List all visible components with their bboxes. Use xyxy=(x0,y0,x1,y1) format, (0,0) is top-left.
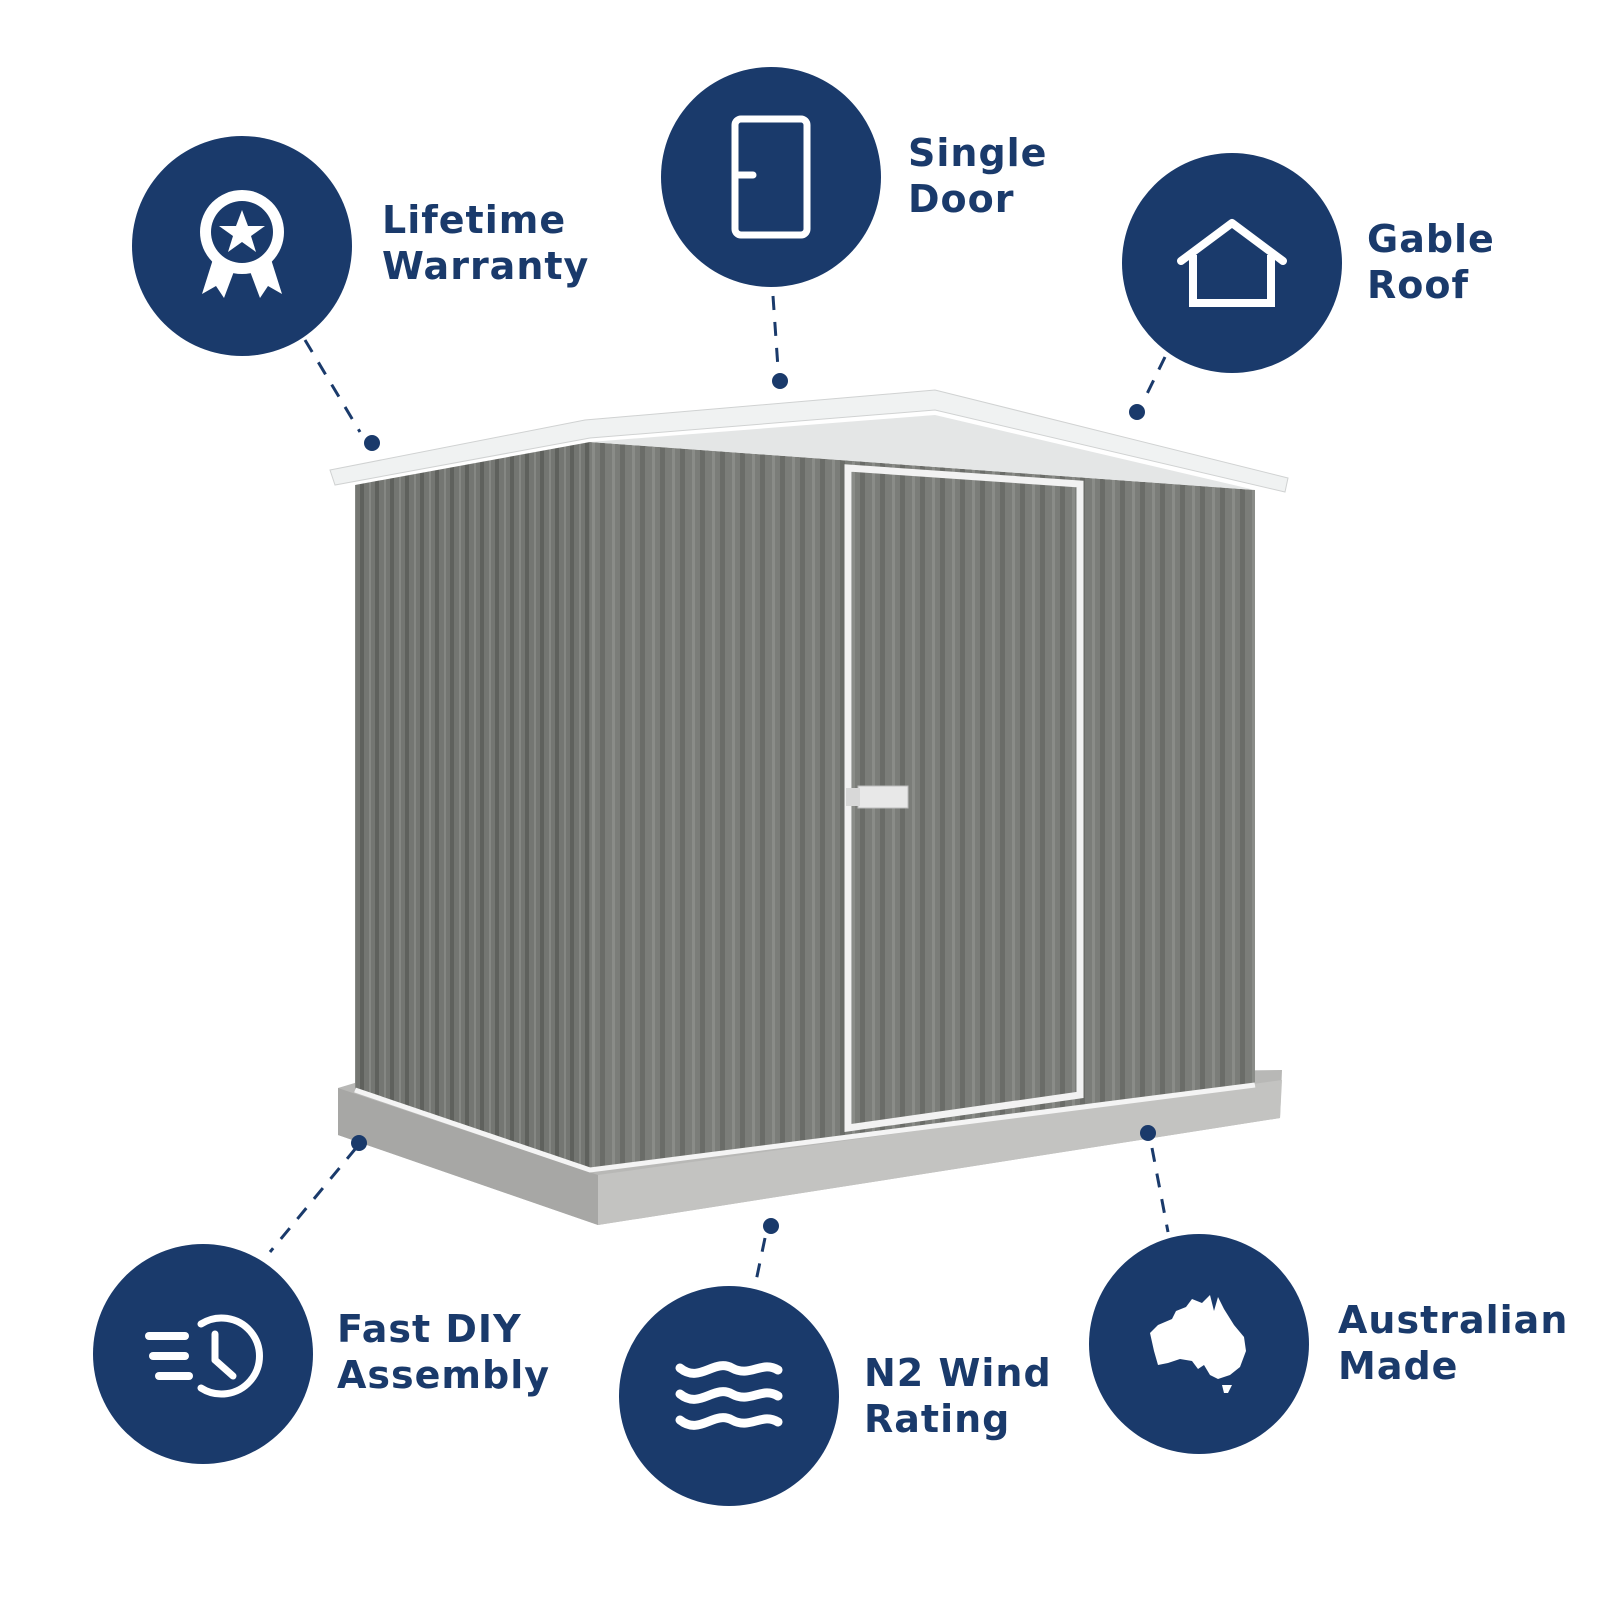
fast-clock-icon xyxy=(145,1314,263,1398)
australian-made-badge xyxy=(1089,1234,1309,1454)
single-door-badge xyxy=(661,67,881,287)
n2-wind-rating-label: N2 Wind Rating xyxy=(864,1351,1052,1441)
single-door-label: Single Door xyxy=(908,131,1048,221)
n2-wind-rating-badge xyxy=(619,1286,839,1506)
fast-diy-assembly-badge xyxy=(93,1244,313,1464)
gable-roof-badge xyxy=(1122,153,1342,373)
shed-door xyxy=(844,464,1084,1133)
door-icon xyxy=(731,115,811,239)
lifetime-warranty-badge xyxy=(132,136,352,356)
australian-made-label: Australian Made xyxy=(1338,1298,1569,1388)
award-ribbon-star-icon xyxy=(200,190,284,298)
fast-diy-assembly-label: Fast DIY Assembly xyxy=(337,1307,551,1397)
shed-roof xyxy=(329,389,1289,493)
house-icon xyxy=(1177,219,1287,307)
wind-waves-icon xyxy=(675,1361,783,1430)
lifetime-warranty-label: Lifetime Warranty xyxy=(382,198,590,288)
australia-map-icon xyxy=(1150,1295,1246,1393)
gable-roof-label: Gable Roof xyxy=(1367,217,1495,307)
shed-side-wall xyxy=(355,442,590,1170)
